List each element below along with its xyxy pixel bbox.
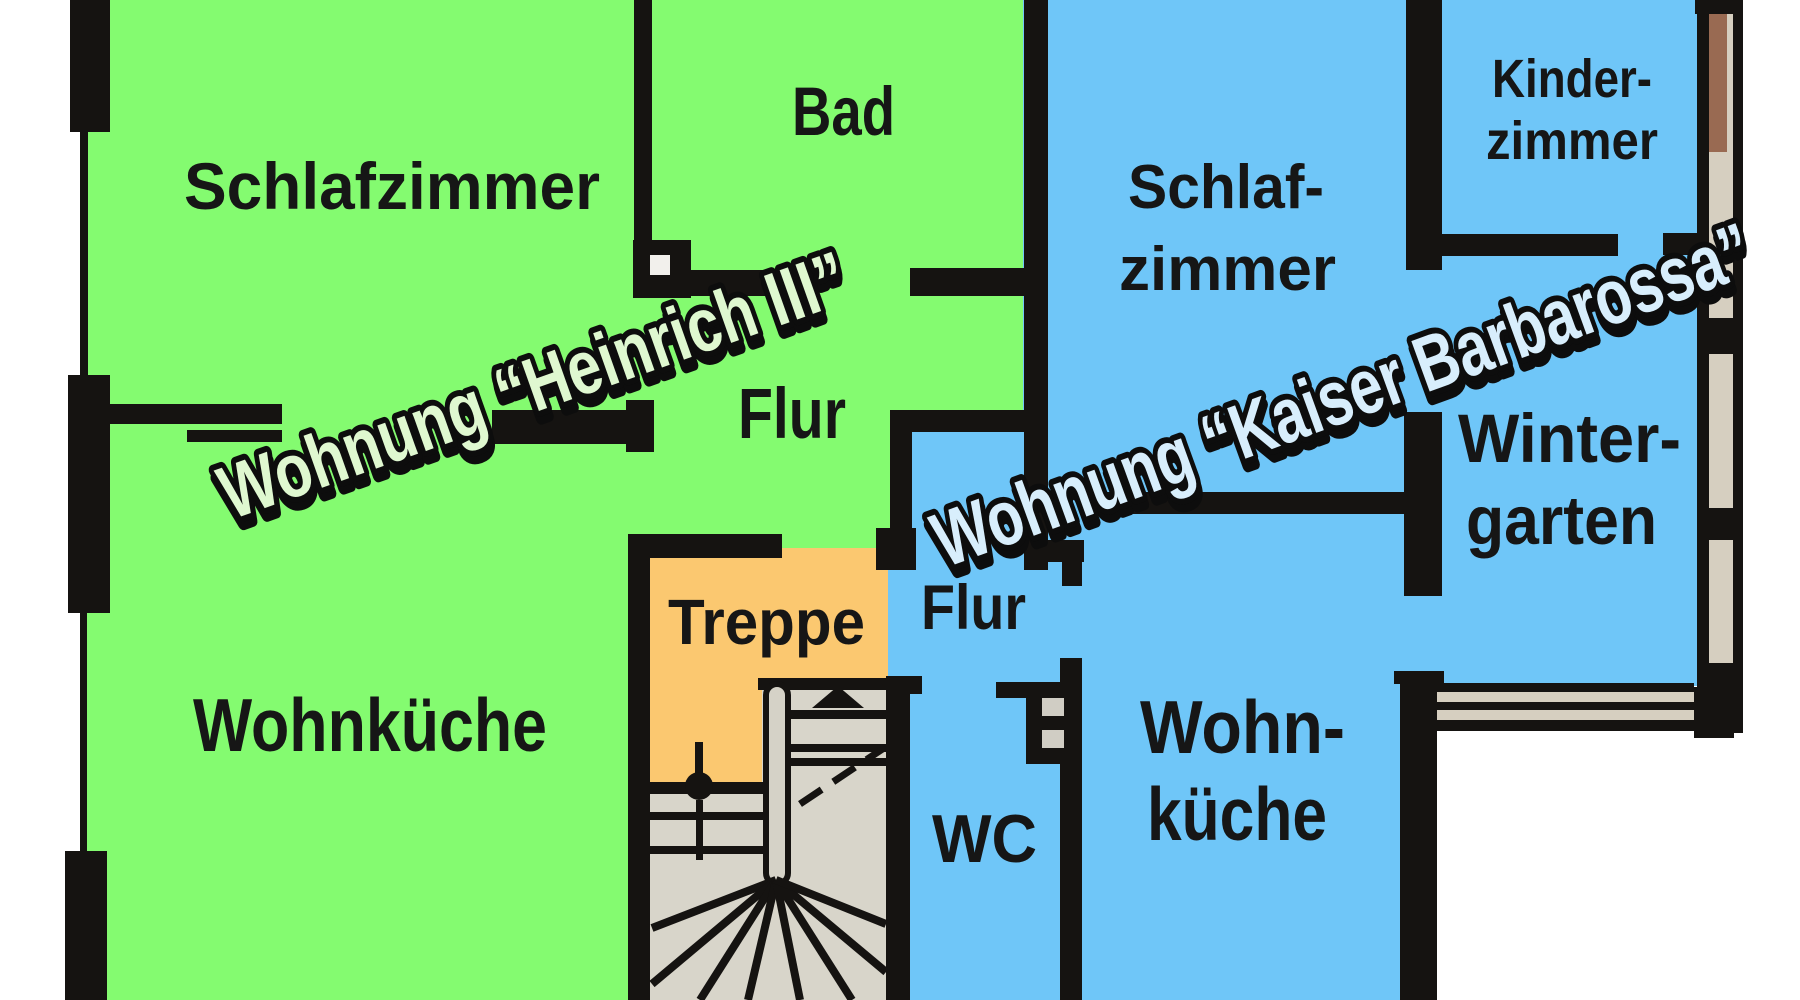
svg-text:Flur: Flur	[921, 573, 1026, 643]
svg-text:zimmer: zimmer	[1119, 235, 1336, 304]
svg-text:Kinder-: Kinder-	[1492, 49, 1652, 109]
svg-text:Treppe: Treppe	[668, 586, 865, 658]
svg-text:Wohnküche: Wohnküche	[193, 683, 547, 767]
svg-text:Bad: Bad	[792, 73, 895, 150]
svg-text:garten: garten	[1466, 482, 1657, 559]
svg-text:Schlaf-: Schlaf-	[1128, 153, 1324, 222]
svg-text:WC: WC	[932, 801, 1037, 877]
svg-text:Flur: Flur	[738, 375, 846, 454]
svg-text:Winter-: Winter-	[1458, 400, 1681, 477]
svg-text:zimmer: zimmer	[1486, 111, 1658, 171]
svg-text:küche: küche	[1147, 772, 1327, 856]
svg-text:Schlafzimmer: Schlafzimmer	[184, 149, 600, 223]
svg-text:Wohn-: Wohn-	[1140, 685, 1345, 769]
